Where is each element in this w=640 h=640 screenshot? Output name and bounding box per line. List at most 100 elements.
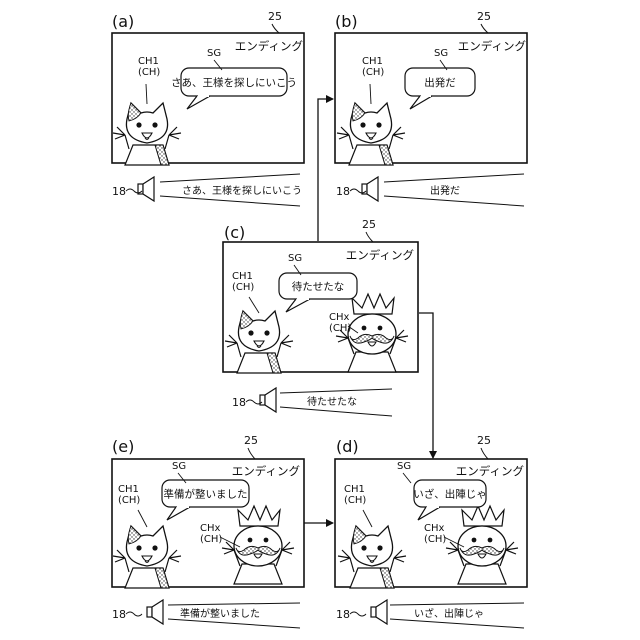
character-label: CHx [200,523,221,534]
speech-bubble-text: 出発だ [424,76,456,89]
sg-label: SG [397,461,411,472]
sg-label: SG [434,48,448,59]
screen-ref-leader [481,24,488,33]
king-eye-left [472,538,477,543]
screen-title: エンディング [458,39,527,53]
panel-label: (a) [112,12,134,31]
speaker-ref-number: 18 [112,608,126,621]
screen-ref-number: 25 [268,10,282,23]
character-label: CH1 [118,484,139,495]
king-head [458,526,506,566]
character-label: CH1 [232,271,253,282]
character-label: CH1 [362,56,383,67]
sound-spread-line [390,603,524,605]
cat-eye-right [377,545,382,550]
king-eye-right [378,326,383,331]
cat-eye-right [264,330,269,335]
sg-label: SG [288,253,302,264]
sound-output-text: 待たせたな [307,395,357,408]
cat-eye-right [152,545,157,550]
character-label: CH1 [344,484,365,495]
speaker-icon [147,600,163,624]
speech-bubble-text: いざ、出陣じゃ [413,488,487,501]
king-eye-left [248,538,253,543]
character-label-sub: (CH) [232,282,254,293]
speaker-icon [371,600,387,624]
speech-bubble-text: 待たせたな [292,280,345,293]
panel-b: (b) 25 エンディング CH1(CH) 出発だ SG 18 出発だ [335,10,527,206]
screen-ref-number: 25 [244,434,258,447]
character-label-sub: (CH) [200,534,222,545]
screen-title: エンディング [346,248,415,262]
cat-eye-right [152,122,157,127]
screen-ref-number: 25 [477,10,491,23]
cat-eye-left [360,122,365,127]
king-body [348,352,396,372]
king-body [234,564,282,584]
cat-eye-left [361,545,366,550]
panel-label: (c) [224,223,245,242]
arrow-c-to-b [318,99,333,241]
sound-output-text: さあ、王様を探しにいこう [182,184,302,197]
screen-ref-leader [481,448,488,459]
cat-eye-left [136,122,141,127]
panel-e: (e)25エンディングCH1(CH)CHx(CH)準備が整いましたSG18準備が… [112,434,304,628]
sound-spread-line [160,196,300,206]
king-body [458,564,506,584]
cat-eye-left [248,330,253,335]
speaker-ref-number: 18 [232,396,246,409]
sound-output-text: いざ、出陣じゃ [414,607,484,620]
panels-root: (a)25エンディングCH1(CH)さあ、王様を探しにいこうSG18さあ、王様を… [112,10,527,628]
sound-spread-line [168,619,300,628]
sound-spread-line [280,389,392,393]
king-eye-right [264,538,269,543]
panel-a: (a)25エンディングCH1(CH)さあ、王様を探しにいこうSG18さあ、王様を… [112,10,304,206]
screen-title: エンディング [235,39,304,53]
character-label-sub: (CH) [424,534,446,545]
character-label-sub: (CH) [344,495,366,506]
sound-spread-line [384,196,524,206]
speaker-icon [362,177,378,201]
character-label: CH1 [138,56,159,67]
arrow-c-to-d [419,313,433,458]
speaker-icon [260,388,276,412]
sound-spread-line [280,407,392,416]
screen-ref-number: 25 [477,434,491,447]
sound-spread-line [384,174,524,182]
character-label: CHx [424,523,445,534]
sound-output-text: 準備が整いました [180,607,260,620]
speaker-ref-number: 18 [112,185,126,198]
panel-label: (e) [112,437,134,456]
character-label-sub: (CH) [329,323,351,334]
character-label: CHx [329,312,350,323]
character-label-sub: (CH) [118,495,140,506]
king-head [234,526,282,566]
sound-output-text: 出発だ [430,184,460,197]
sg-label: SG [207,48,221,59]
panel-c: (c)25エンディングCH1(CH)CHx(CH)待たせたなSG18待たせたな [223,218,418,416]
screen-ref-leader [366,232,373,242]
panel-label: (d) [336,437,359,456]
panel-label: (b) [335,12,358,31]
speaker-ref-leader [126,612,142,616]
king-head [348,314,396,354]
sg-label: SG [172,461,186,472]
speech-bubble-text: 準備が整いました [164,488,248,501]
speaker-ref-leader [350,612,366,616]
character-label-sub: (CH) [138,67,160,78]
sound-spread-line [390,619,524,628]
speaker-ref-number: 18 [336,185,350,198]
speaker-ref-number: 18 [336,608,350,621]
cat-eye-left [136,545,141,550]
screen-ref-leader [272,24,279,33]
speaker-icon [138,177,154,201]
panel-d: (d)25エンディングCH1(CH)CHx(CH)いざ、出陣じゃSG18いざ、出… [335,434,527,628]
sound-spread-line [168,603,300,605]
screen-title: エンディング [232,464,301,478]
sound-spread-line [160,174,300,182]
king-eye-left [362,326,367,331]
screen-ref-number: 25 [362,218,376,231]
cat-eye-right [376,122,381,127]
character-label-sub: (CH) [362,67,384,78]
